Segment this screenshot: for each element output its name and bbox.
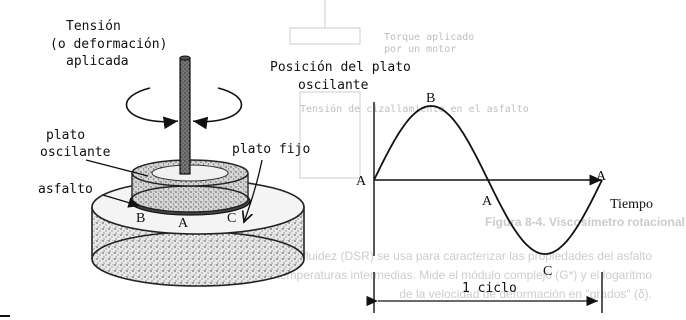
ghost-text-3: Tensión de cizallamiento en el asfalto: [300, 103, 529, 115]
label-time: Tiempo: [610, 197, 653, 212]
label-asphalt: asfalto: [38, 182, 93, 197]
label-fixed-plate: plato fijo: [232, 142, 310, 157]
shaft-top: [179, 55, 191, 61]
ghost-cylinder: [299, 91, 361, 179]
oscillation-graph: Posición del plato oscilante A B A C A T…: [270, 60, 653, 313]
leader-asphalt: [102, 194, 141, 208]
fixed-plate-bottom: [91, 231, 305, 287]
ghost-box: [289, 27, 361, 45]
ghost-body-2: de los ligantes a temperaturas intermedi…: [186, 268, 652, 282]
sine-wave: [373, 105, 603, 255]
label-position-1: Posición del plato: [270, 60, 411, 75]
ghost-caption: Figura 8-4. Viscosímetro rotacional: [485, 215, 685, 229]
rotation-arrow-left: [125, 87, 179, 130]
graph-point-c: C: [543, 264, 552, 279]
drive-shaft: [179, 57, 191, 175]
oscillating-plate-bottom: [131, 185, 249, 213]
label-tension-1: Tensión: [66, 19, 121, 34]
rheometer-drawing: Tensión (o deformación) aplicada plato o…: [38, 19, 310, 287]
rotation-arrow-right: [192, 87, 243, 130]
graph-point-a-middle: A: [482, 194, 493, 209]
label-position-2: oscilante: [298, 78, 369, 93]
graph-point-a-end: A: [596, 169, 607, 184]
leader-fixed-plate: [244, 159, 263, 222]
label-oscillating-plate-1: plato: [46, 128, 85, 143]
ghost-text-2: por un motor: [384, 44, 456, 55]
label-tension-2: (o deformación): [50, 37, 167, 52]
label-oscillating-plate-2: oscilante: [40, 145, 111, 160]
drawing-point-a: A: [178, 216, 189, 231]
drawing-point-b: B: [136, 211, 145, 226]
graph-point-a-start: A: [356, 174, 367, 189]
graph-point-b: B: [426, 91, 435, 106]
ghost-text-1: Torque aplicado: [384, 32, 474, 43]
label-one-cycle: 1 ciclo: [462, 281, 517, 296]
label-tension-3: aplicada: [66, 54, 129, 69]
drawing-point-c: C: [227, 211, 236, 226]
ghost-body-3: de la velocidad de deformación en "grado…: [399, 287, 652, 301]
leader-oscillating-plate: [85, 159, 149, 177]
ghost-body-1: El reómetro de fluidez (DSR) se usa para…: [220, 249, 652, 263]
